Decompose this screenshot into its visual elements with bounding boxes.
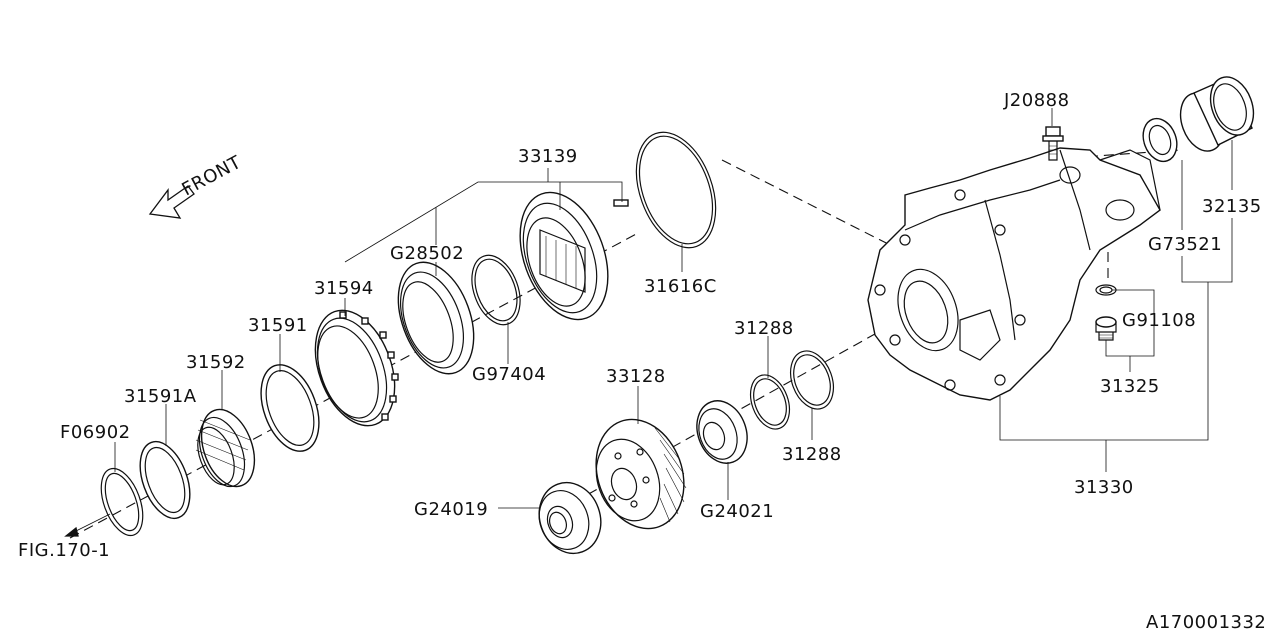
label-j20888: J20888 [1003,90,1070,111]
part-31325-plug [1095,316,1117,341]
label-31288-upper: 31288 [734,318,794,339]
label-31592: 31592 [186,352,246,373]
part-33128-gear [595,418,687,530]
label-g24019: G24019 [414,499,488,520]
label-g73521: G73521 [1148,234,1222,255]
part-31594-bearing-race [314,309,399,427]
front-arrow-icon [148,185,195,219]
label-31325: 31325 [1100,376,1160,397]
label-31591: 31591 [248,315,308,336]
label-31591a: 31591A [124,386,197,407]
part-31288-shim-large [789,350,835,410]
label-33139: 33139 [518,146,578,167]
label-fig-reference: FIG.170-1 [18,540,110,561]
part-g24019-bearing [538,481,602,555]
front-label: FRONT [178,152,245,201]
label-31616c: 31616C [644,276,717,297]
part-g24021-bearing [696,400,748,464]
part-31330-housing [867,147,1161,401]
part-31591a-ring [139,440,191,520]
part-31591-ring [260,364,320,452]
label-f06902: F06902 [60,422,131,443]
label-g28502: G28502 [390,243,464,264]
label-32135: 32135 [1202,196,1262,217]
label-31594: 31594 [314,278,374,299]
label-31288-lower: 31288 [782,444,842,465]
part-32135-dust-cover [1179,76,1255,152]
part-31616c-o-ring [635,131,717,249]
label-g91108: G91108 [1122,310,1196,331]
part-31592-bearing [195,408,256,488]
figure-id: A170001332 [1146,612,1266,633]
label-33128: 33128 [606,366,666,387]
label-g24021: G24021 [700,501,774,522]
part-g28502-seal [397,261,475,375]
label-31330: 31330 [1074,477,1134,498]
part-g73521-seal [1142,117,1178,163]
leader-lines [64,108,1233,537]
part-g97404-o-ring [471,254,521,326]
part-f06902-snap-ring [100,467,144,537]
label-g97404: G97404 [472,364,546,385]
part-31288-shim-small [749,374,791,430]
part-j20888-bolt [1042,126,1064,161]
part-33139-retainer [519,191,629,321]
